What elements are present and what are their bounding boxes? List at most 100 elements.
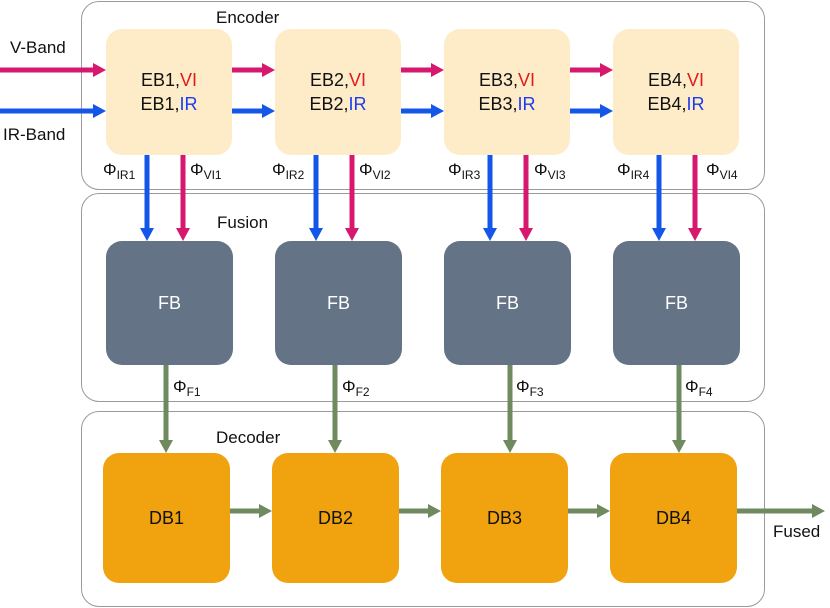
ir-feature-arrow-2: [309, 155, 323, 241]
phi-subscript: IR1: [116, 168, 136, 182]
phi-subscript: IR4: [630, 168, 650, 182]
encoder-block-name: EB2: [309, 94, 344, 114]
encoder-block-name: EB3: [478, 94, 513, 114]
fused-output-arrow: [737, 504, 825, 518]
phi-vi-2-label: ΦVI2: [359, 160, 391, 182]
phi-symbol: Φ: [342, 377, 356, 396]
ir-label: IR: [686, 94, 705, 114]
phi-f-2-label: ΦF2: [342, 377, 370, 399]
encoder-block-3: EB3,VI EB3,IR: [444, 29, 570, 155]
ir-feature-arrow-4: [652, 155, 666, 241]
vi-label: VI: [349, 70, 367, 90]
vi-feature-arrow-2: [345, 155, 359, 241]
decoder-arrow-1: [230, 504, 272, 518]
phi-subscript: IR2: [285, 168, 305, 182]
vi-label: VI: [518, 70, 536, 90]
phi-subscript: IR3: [461, 168, 481, 182]
phi-symbol: Φ: [173, 377, 187, 396]
encoder-vi-arrow-1: [232, 63, 275, 77]
decoder-block-2: DB2: [272, 453, 399, 583]
encoder-block-name: EB1: [140, 94, 175, 114]
phi-symbol: Φ: [534, 160, 548, 179]
fused-feature-arrow-1: [159, 365, 173, 453]
phi-symbol: Φ: [190, 160, 204, 179]
decoder-block-3: DB3: [441, 453, 568, 583]
decoder-block-1: DB1: [103, 453, 230, 583]
phi-subscript: VI4: [719, 168, 738, 182]
encoder-vi-arrow-2: [401, 63, 444, 77]
v-band-label: V-Band: [10, 38, 66, 57]
encoder-vi-arrow-3: [570, 63, 613, 77]
phi-ir-3-label: ΦIR3: [448, 160, 480, 182]
phi-subscript: F2: [355, 385, 370, 399]
ir-label: IR: [348, 94, 367, 114]
fusion-block-2: FB: [275, 241, 402, 365]
decoder-arrow-3: [568, 504, 610, 518]
separator: ,: [175, 70, 181, 90]
fused-feature-arrow-2: [328, 365, 342, 453]
ir-feature-arrow-1: [140, 155, 154, 241]
phi-ir-4-label: ΦIR4: [617, 160, 649, 182]
fused-feature-arrow-4: [672, 365, 686, 453]
phi-symbol: Φ: [359, 160, 373, 179]
vi-label: VI: [687, 70, 705, 90]
encoder-block-4: EB4,VI EB4,IR: [613, 29, 739, 155]
phi-ir-2-label: ΦIR2: [272, 160, 304, 182]
fusion-block-1: FB: [106, 241, 233, 365]
phi-f-3-label: ΦF3: [516, 377, 544, 399]
phi-symbol: Φ: [448, 160, 462, 179]
encoder-block-name: EB3: [478, 70, 513, 90]
fusion-block-4: FB: [613, 241, 740, 365]
separator: ,: [513, 70, 519, 90]
phi-ir-1-label: ΦIR1: [103, 160, 135, 182]
decoder-title: Decoder: [216, 428, 281, 447]
fused-label: Fused: [773, 522, 821, 541]
phi-subscript: F1: [186, 385, 201, 399]
encoder-block-name: EB4: [647, 70, 682, 90]
separator: ,: [344, 70, 350, 90]
vi-feature-arrow-3: [519, 155, 533, 241]
ir-band-label: IR-Band: [3, 125, 66, 144]
phi-symbol: Φ: [617, 160, 631, 179]
phi-f-4-label: ΦF4: [685, 377, 713, 399]
decoder-arrow-2: [399, 504, 441, 518]
encoder-block-name: EB4: [647, 94, 682, 114]
phi-subscript: VI3: [547, 168, 566, 182]
decoder-block-4: DB4: [610, 453, 737, 583]
phi-subscript: F3: [529, 385, 544, 399]
phi-vi-3-label: ΦVI3: [534, 160, 566, 182]
encoder-ir-arrow-1: [232, 104, 275, 118]
separator: ,: [343, 94, 349, 114]
encoder-title: Encoder: [216, 8, 280, 27]
v-band-input-arrow: [0, 63, 106, 77]
ir-band-input-arrow: [0, 104, 106, 118]
encoder-block-name: EB2: [309, 70, 344, 90]
vi-feature-arrow-1: [176, 155, 190, 241]
phi-symbol: Φ: [272, 160, 286, 179]
phi-f-1-label: ΦF1: [173, 377, 201, 399]
phi-subscript: VI2: [372, 168, 391, 182]
phi-vi-1-label: ΦVI1: [190, 160, 222, 182]
encoder-block-name: EB1: [140, 70, 175, 90]
vi-feature-arrow-4: [688, 155, 702, 241]
fusion-block-3: FB: [444, 241, 571, 365]
separator: ,: [512, 94, 518, 114]
phi-symbol: Φ: [103, 160, 117, 179]
fusion-title: Fusion: [217, 213, 269, 232]
separator: ,: [174, 94, 180, 114]
phi-subscript: VI1: [203, 168, 222, 182]
phi-symbol: Φ: [706, 160, 720, 179]
separator: ,: [681, 94, 687, 114]
encoder-ir-arrow-3: [570, 104, 613, 118]
phi-symbol: Φ: [685, 377, 699, 396]
encoder-ir-arrow-2: [401, 104, 444, 118]
phi-vi-4-label: ΦVI4: [706, 160, 738, 182]
phi-symbol: Φ: [516, 377, 530, 396]
separator: ,: [682, 70, 688, 90]
phi-subscript: F4: [698, 385, 713, 399]
fused-feature-arrow-3: [503, 365, 517, 453]
ir-feature-arrow-3: [483, 155, 497, 241]
encoder-block-2: EB2,VI EB2,IR: [275, 29, 401, 155]
